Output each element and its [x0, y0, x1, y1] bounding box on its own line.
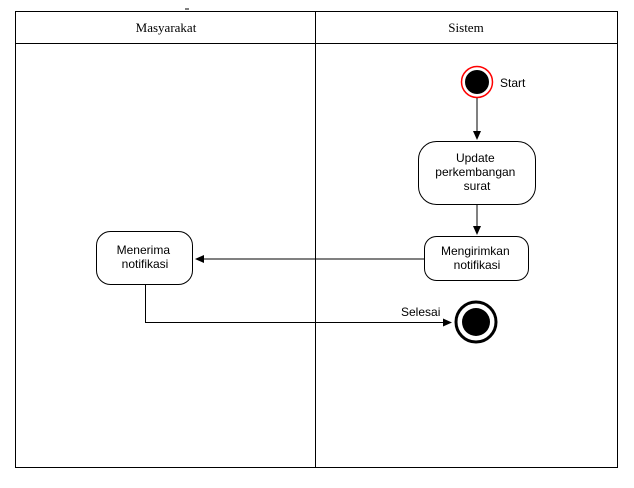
- activity-update-label: Update perkembangan surat: [435, 151, 518, 193]
- activity-update-line-2: perkembangan: [435, 165, 515, 179]
- activity-terima-line-1: Menerima: [117, 243, 171, 257]
- start-label: Start: [500, 76, 526, 90]
- start-node: [465, 70, 489, 94]
- activity-update-line-1: Update: [456, 151, 495, 165]
- activity-mengirimkan-notifikasi: [424, 236, 529, 281]
- end-node: [462, 308, 490, 336]
- activity-kirim-line-1: Mengirimkan: [441, 244, 510, 258]
- activity-kirim-line-2: notifikasi: [454, 258, 501, 272]
- activity-terima-line-2: notifikasi: [122, 257, 169, 271]
- swimlane-frame: [15, 11, 618, 468]
- activity-kirim-label: Mengirimkan notifikasi: [441, 244, 513, 272]
- flow-terima-to-end: [145, 285, 452, 327]
- activity-update-line-3: surat: [464, 179, 491, 193]
- end-label: Selesai: [401, 305, 440, 319]
- activity-update-perkembangan: [418, 141, 536, 205]
- activity-menerima-notifikasi: [96, 231, 193, 285]
- lane-title-sistem: Sistem: [448, 20, 483, 35]
- lane-title-masyarakat: Masyarakat: [136, 20, 197, 35]
- activity-terima-label: Menerima notifikasi: [117, 243, 174, 271]
